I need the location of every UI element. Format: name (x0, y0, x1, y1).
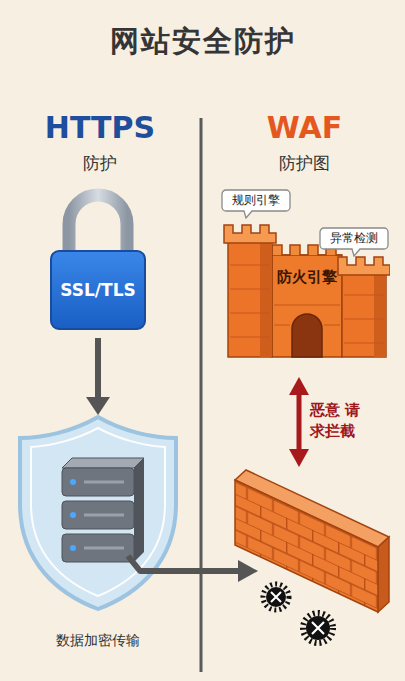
node-text: 数据加密传输 (12, 630, 184, 652)
lock-shackle (69, 195, 127, 258)
malicious-bug (263, 584, 289, 610)
shield-shape: 数据加密传输 (12, 412, 184, 657)
node-text: SSL/TLS (52, 252, 144, 328)
arrow-label: 恶意 请求拦截 (310, 400, 372, 442)
node-text: 防火引擎 (270, 265, 344, 289)
malicious-bug (303, 613, 333, 643)
connector-line (95, 338, 101, 401)
page-title: 网站安全防护 (0, 22, 405, 62)
callout-bubble: 异常检测 (318, 226, 390, 257)
connector-arrow (86, 338, 110, 415)
column-subheading: 防护图 (204, 152, 405, 175)
divider-line (200, 118, 203, 672)
shield-shape-outline (12, 412, 184, 612)
lock-body: SSL/TLS (50, 250, 146, 330)
node-text: 规则引擎 (222, 190, 290, 211)
brick-wall (235, 470, 389, 612)
callout-bubble: 规则引擎 (220, 188, 292, 219)
column-subheading: 防护 (0, 152, 200, 175)
arrow-head (86, 397, 110, 415)
column-heading: WAF (204, 110, 405, 145)
node-text: 异常检测 (320, 228, 388, 249)
double-arrow (289, 377, 309, 467)
column-heading: HTTPS (0, 110, 200, 145)
